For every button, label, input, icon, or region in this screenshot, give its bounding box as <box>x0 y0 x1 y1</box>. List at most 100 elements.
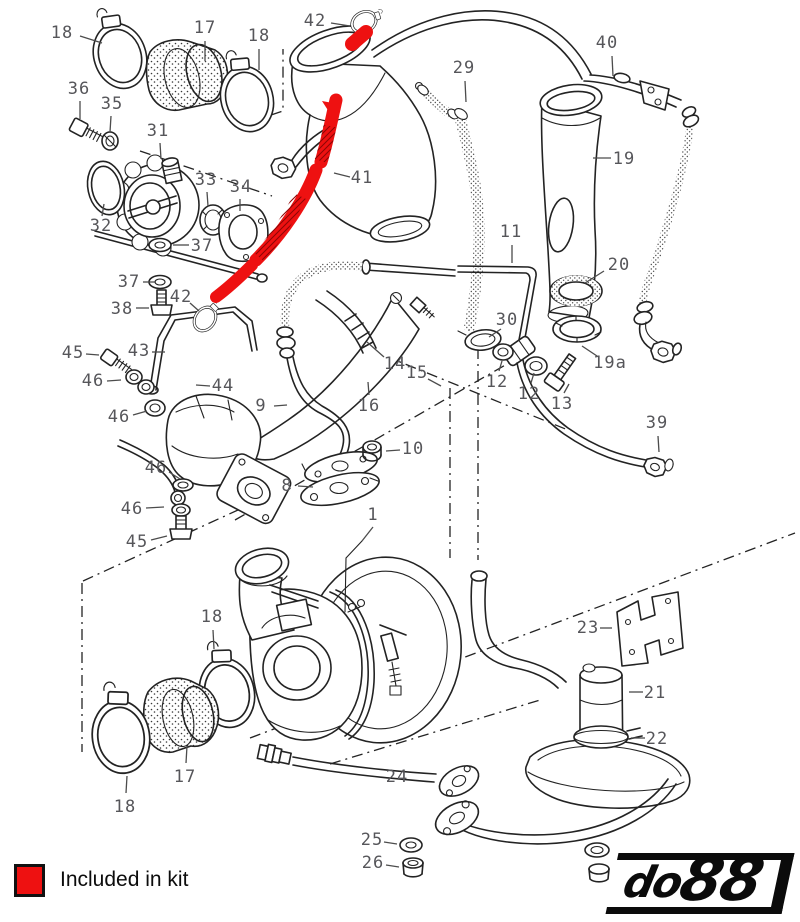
part-label-18: 18 <box>113 797 137 817</box>
leader-line-31 <box>159 142 162 160</box>
part-label-33: 33 <box>194 170 218 190</box>
part-label-37: 37 <box>190 236 214 256</box>
turbocharger-1 <box>234 547 462 744</box>
nut-10 <box>362 440 382 462</box>
pan-hardware <box>584 842 610 883</box>
part-label-32: 32 <box>89 216 113 236</box>
bolt-36 <box>68 117 104 142</box>
kit-hose-41 <box>210 25 373 303</box>
washer-12a <box>492 343 514 361</box>
part-label-18: 18 <box>200 607 224 627</box>
foam-sleeve-17a <box>145 39 229 112</box>
part-label-46: 46 <box>107 407 131 427</box>
do88-logo: do 88 <box>605 845 795 915</box>
oil-drain-line <box>256 743 437 783</box>
leader-line-18 <box>79 35 103 44</box>
leader-line-20 <box>584 270 605 284</box>
part-label-29: 29 <box>452 58 476 78</box>
part-label-23: 23 <box>576 618 600 638</box>
flange-8 <box>300 451 380 507</box>
wastegate-pipe <box>470 570 567 689</box>
part-label-44: 44 <box>211 376 235 396</box>
part-label-45: 45 <box>125 532 149 552</box>
part-label-17: 17 <box>193 18 217 38</box>
part-label-12: 12 <box>517 384 541 404</box>
part-label-15: 15 <box>405 363 429 383</box>
leader-line-1 <box>361 526 374 542</box>
leader-line-46 <box>106 379 122 382</box>
braided-hose-29 <box>414 81 485 331</box>
part-label-17: 17 <box>173 767 197 787</box>
part-label-34: 34 <box>229 177 253 197</box>
rubber-elbow-19 <box>539 83 603 323</box>
leader-line-42 <box>330 22 351 27</box>
leader-line-46 <box>145 506 165 509</box>
leader-line-42 <box>189 302 200 312</box>
leader-line-29 <box>464 80 467 103</box>
part-label-21: 21 <box>643 683 667 703</box>
leader-line-33 <box>206 191 209 207</box>
part-label-35: 35 <box>100 94 124 114</box>
part-label-13: 13 <box>550 394 574 414</box>
leader-line-15 <box>427 378 442 387</box>
part-label-30: 30 <box>495 310 519 330</box>
part-label-42: 42 <box>169 287 193 307</box>
part-label-46: 46 <box>144 458 168 478</box>
gasket-ring-32 <box>86 160 126 216</box>
nut-26 <box>402 857 424 878</box>
part-label-37: 37 <box>117 272 141 292</box>
part-label-10: 10 <box>401 439 425 459</box>
part-label-19: 19 <box>612 149 636 169</box>
part-label-42: 42 <box>303 11 327 31</box>
part-label-22: 22 <box>645 729 669 749</box>
part-label-1: 1 <box>367 505 379 525</box>
part-label-41: 41 <box>350 168 374 188</box>
part-label-46: 46 <box>81 371 105 391</box>
leader-line-40 <box>611 55 614 77</box>
part-label-31: 31 <box>146 121 170 141</box>
gasket-ring-19a <box>552 315 602 343</box>
bolt-13 <box>543 353 577 392</box>
oil-hose-39 <box>516 359 674 478</box>
leader-line-18 <box>125 775 128 794</box>
intake-pipe <box>289 25 437 243</box>
leader-line-35 <box>109 115 112 133</box>
leader-line-10 <box>385 449 401 452</box>
part-label-18: 18 <box>50 23 74 43</box>
oil-line-40 <box>371 10 700 364</box>
part-label-19a: 19a <box>593 353 627 373</box>
legend-label: Included in kit <box>60 868 189 891</box>
part-label-14: 14 <box>383 354 407 374</box>
part-label-36: 36 <box>67 79 91 99</box>
leader-line-45 <box>150 535 168 541</box>
leader-line-8 <box>297 485 314 488</box>
part-label-9: 9 <box>255 396 267 416</box>
leader-line-41 <box>333 172 351 178</box>
part-label-18: 18 <box>247 26 271 46</box>
washer-37a <box>148 237 172 253</box>
leader-line-39 <box>657 435 660 453</box>
part-label-16: 16 <box>357 396 381 416</box>
bracket-23 <box>616 591 684 667</box>
washer-12b <box>524 356 548 376</box>
leader-line-17 <box>185 745 188 764</box>
leader-lines <box>79 22 660 868</box>
leader-line-30 <box>488 328 502 338</box>
part-label-12: 12 <box>485 372 509 392</box>
logo-text-do: do <box>618 858 686 909</box>
part-label-39: 39 <box>645 413 669 433</box>
leader-line-12 <box>498 360 503 372</box>
leader-line-14 <box>366 341 385 358</box>
leader-line-46 <box>132 410 148 416</box>
part-label-20: 20 <box>607 255 631 275</box>
heat-shield-14 <box>315 290 435 354</box>
part-label-38: 38 <box>110 299 134 319</box>
logo-text-88: 88 <box>673 845 769 915</box>
hardware-45-46 <box>99 348 194 540</box>
clamp-ring-20 <box>549 275 603 307</box>
foam-sleeve-17b <box>142 677 220 753</box>
leader-line-18 <box>212 629 215 650</box>
leader-line-13 <box>563 383 570 394</box>
leader-line-25 <box>383 841 398 845</box>
